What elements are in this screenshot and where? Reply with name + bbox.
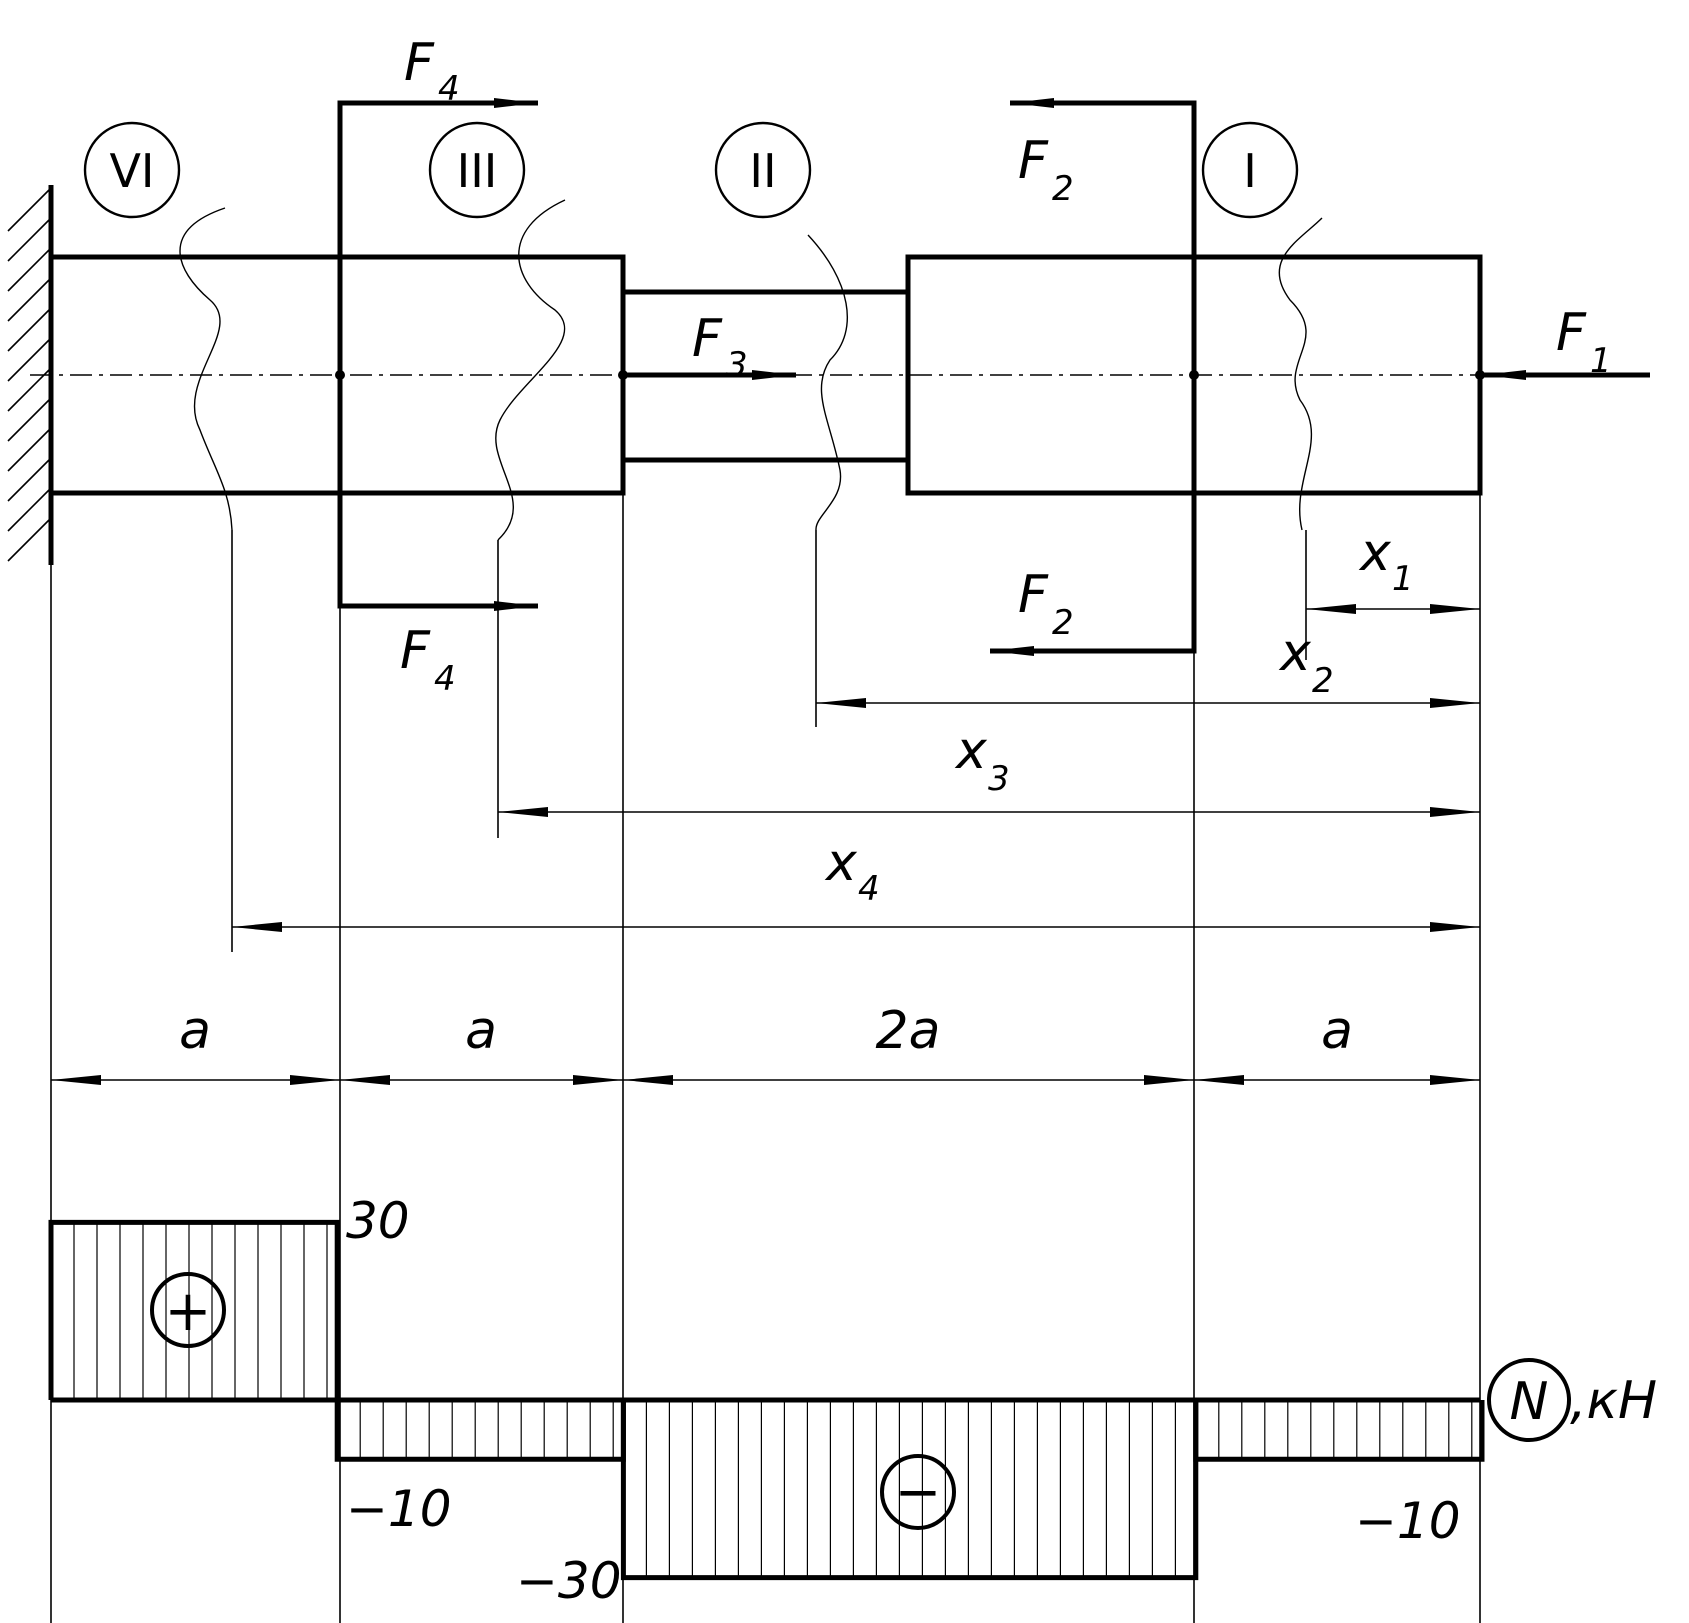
length-label: a: [465, 1001, 497, 1061]
n-segment-outline: [48, 1219, 340, 1400]
plus-sign: +: [165, 1279, 212, 1344]
length-label: 2a: [876, 1001, 941, 1061]
section-i: I: [1201, 121, 1323, 531]
coord-x4-index: 4: [858, 869, 880, 909]
force-f4-bottom: F 4: [337, 493, 538, 699]
n-segment-outline: [1193, 1400, 1485, 1462]
force-f4-index: 4: [438, 69, 460, 109]
coord-x2: x 2: [815, 530, 1480, 727]
force-f4-symbol: F: [404, 33, 435, 93]
section-vi: VI: [83, 121, 233, 531]
load-point: [1189, 370, 1199, 380]
force-f1: F 1: [1482, 303, 1650, 381]
coord-x4-symbol: x: [824, 833, 858, 893]
force-f1-index: 1: [1590, 341, 1612, 381]
force-f1-symbol: F: [1556, 303, 1587, 363]
coord-x1: x 1: [1305, 523, 1480, 660]
force-f2-symbol: F: [1018, 131, 1049, 191]
n-segment-1: [48, 1219, 340, 1400]
section-ii-label: II: [749, 144, 776, 198]
load-point: [335, 370, 345, 380]
force-f2-bottom: F 2: [990, 493, 1197, 656]
n-value-label: 30: [346, 1192, 410, 1250]
plus-sign-badge: +: [150, 1272, 226, 1348]
coord-x1-symbol: x: [1358, 523, 1392, 583]
section-iii-label: III: [457, 144, 498, 198]
section-i-label: I: [1243, 144, 1257, 198]
n-unit: ,кН: [1570, 1371, 1657, 1431]
n-diagram-marks: [48, 1219, 1485, 1581]
force-f4-index: 4: [434, 659, 456, 699]
coord-x1-index: 1: [1392, 559, 1414, 599]
n-segment-outline: [620, 1400, 1199, 1581]
axial-force-plot: + − 30 −10 −30 −10 N ,кН: [48, 1192, 1657, 1610]
length-label: a: [179, 1001, 211, 1061]
n-segment-2: [334, 1400, 626, 1462]
coord-x3-symbol: x: [954, 721, 988, 781]
force-f2-index: 2: [1052, 603, 1074, 643]
n-symbol: N: [1510, 1372, 1549, 1432]
n-unit-badge: N ,кН: [1487, 1358, 1657, 1442]
length-dimensions: a a 2a a: [51, 1001, 1480, 1085]
extension-lines: [50, 493, 1481, 1623]
coord-x3-index: 3: [988, 759, 1010, 799]
n-segment-outline: [334, 1400, 626, 1462]
force-f3-index: 3: [726, 345, 748, 385]
section-vi-label: VI: [109, 144, 154, 198]
coord-x2-symbol: x: [1278, 623, 1312, 683]
coord-x3: x 3: [497, 540, 1480, 838]
minus-sign-badge: −: [880, 1454, 956, 1530]
force-f4-top: F 4: [337, 33, 538, 257]
force-f3-symbol: F: [692, 309, 723, 369]
n-value-label: −30: [516, 1552, 622, 1610]
force-f2-top: F 2: [1010, 98, 1197, 257]
n-segment-3: [620, 1400, 1199, 1581]
length-label: a: [1321, 1001, 1353, 1061]
n-value-label: −10: [1355, 1492, 1461, 1550]
section-ii: II: [714, 121, 849, 531]
force-f4-symbol: F: [400, 621, 431, 681]
force-f2-symbol: F: [1018, 565, 1049, 625]
force-f2-index: 2: [1052, 169, 1074, 209]
minus-sign: −: [895, 1460, 942, 1525]
coord-x2-index: 2: [1312, 661, 1334, 701]
n-segment-4: [1193, 1400, 1485, 1462]
coord-x4: x 4: [231, 530, 1480, 952]
n-value-label: −10: [346, 1480, 452, 1538]
section-iii: III: [428, 121, 566, 541]
force-f3: F 3: [623, 309, 796, 385]
